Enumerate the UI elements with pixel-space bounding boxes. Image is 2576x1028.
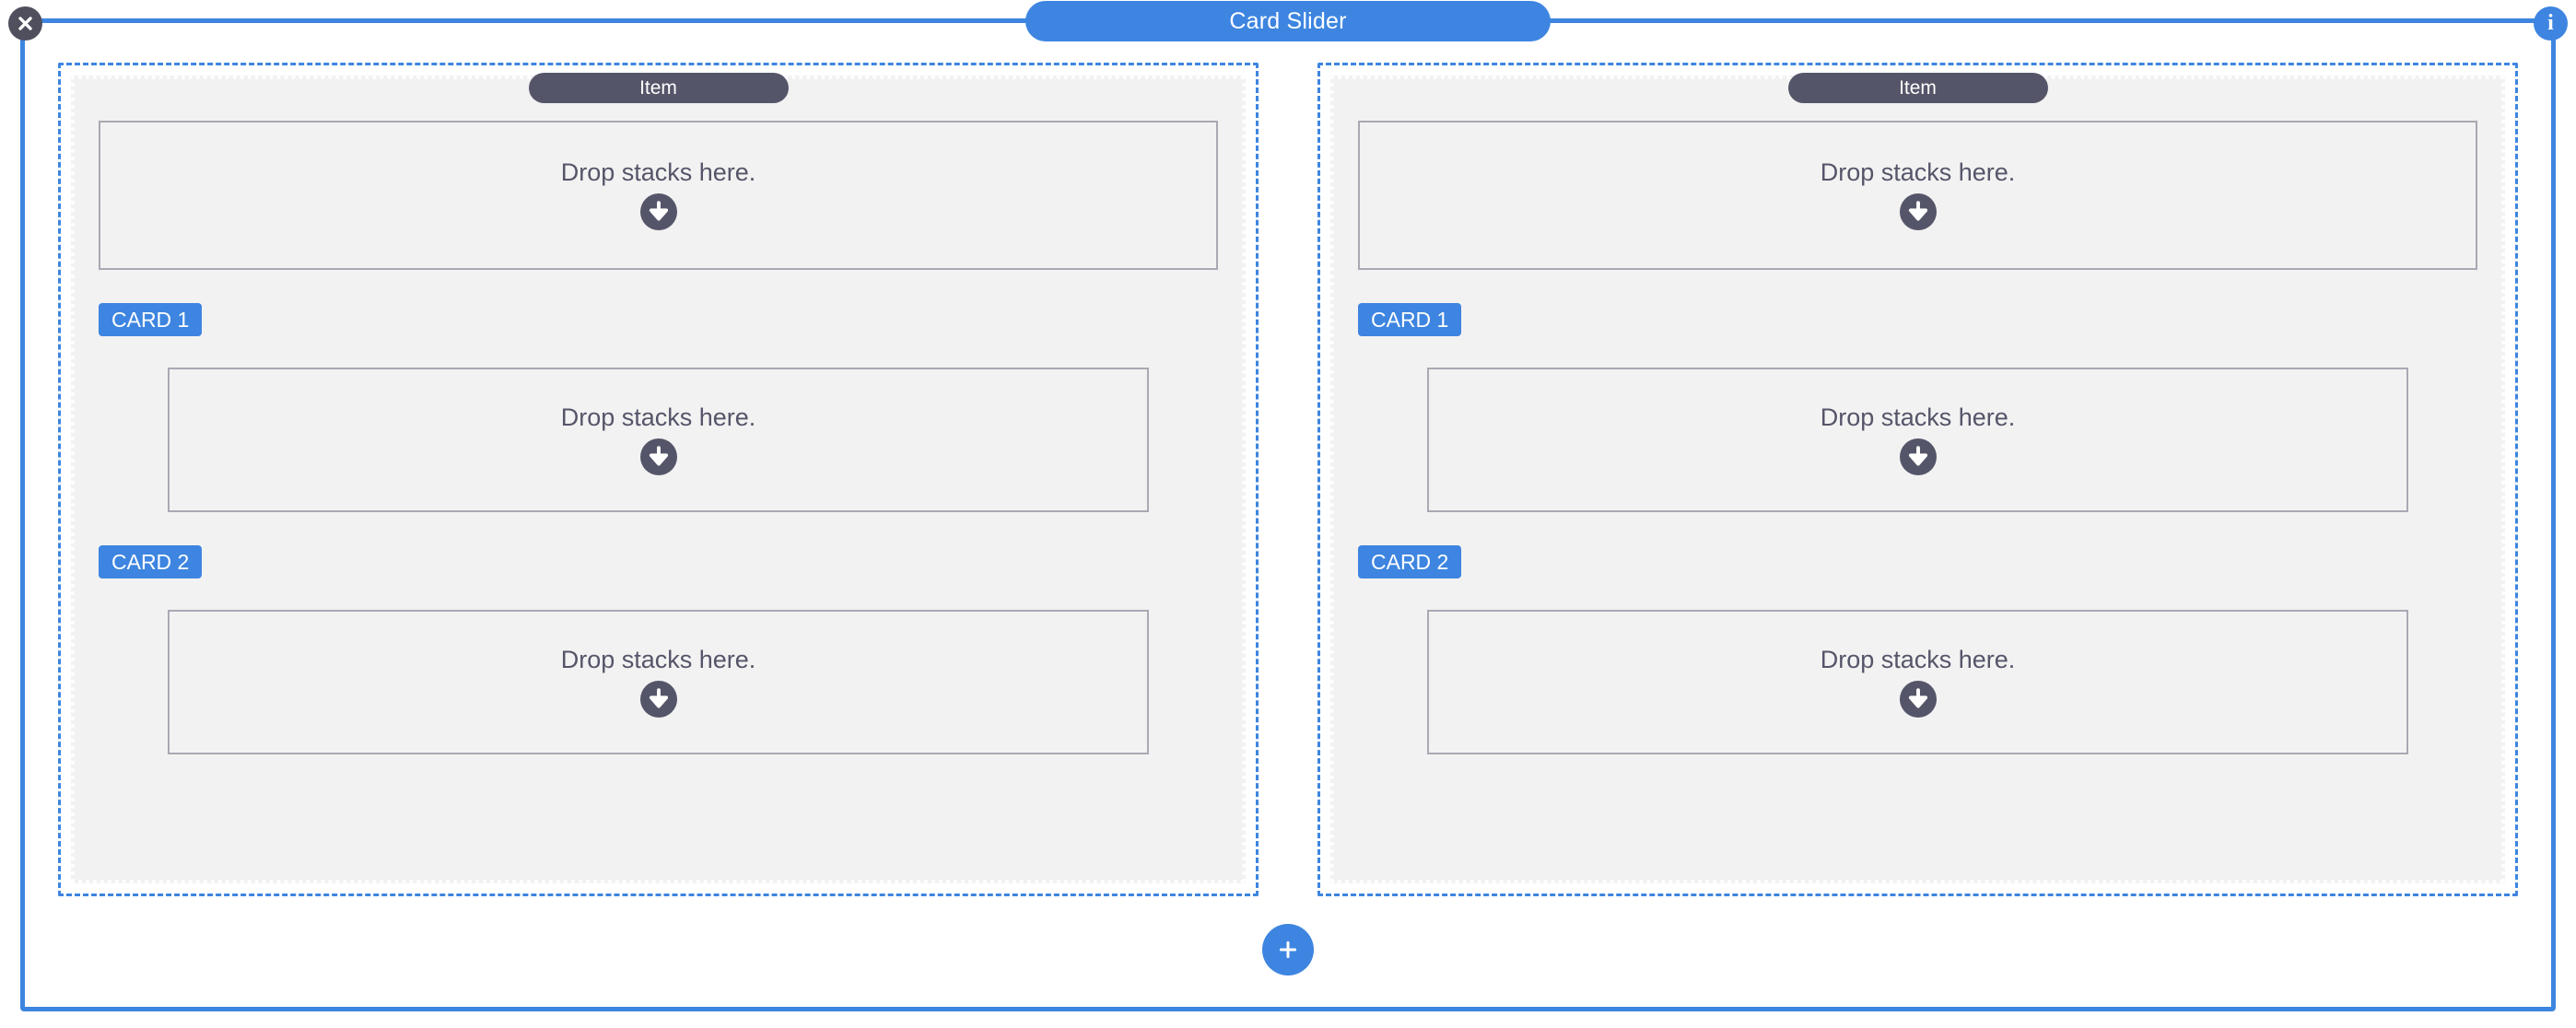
card-badge[interactable]: CARD 2 <box>99 545 203 578</box>
item-column[interactable]: Item Drop stacks here. CARD 1 Drop stack… <box>58 63 1259 896</box>
card-badge[interactable]: CARD 1 <box>99 303 203 336</box>
dropzone-label: Drop stacks here. <box>1820 158 2016 186</box>
card-badge[interactable]: CARD 2 <box>1358 545 1462 578</box>
dropzone-card[interactable]: Drop stacks here. <box>168 368 1149 512</box>
item-pill[interactable]: Item <box>1787 73 2048 103</box>
card-badge-row: CARD 1 <box>1358 270 2477 336</box>
info-icon[interactable]: i <box>2534 6 2568 41</box>
dropzone-label: Drop stacks here. <box>560 645 756 673</box>
card-slider-frame: Card Slider i Item Drop stacks here. CAR… <box>8 1 2568 1011</box>
dropzone-label: Drop stacks here. <box>1820 645 2016 673</box>
item-column-body: Item Drop stacks here. CARD 1 Drop stack… <box>1330 73 2505 883</box>
dropzone-card[interactable]: Drop stacks here. <box>1427 610 2408 754</box>
add-item-row <box>25 924 2551 975</box>
add-item-button[interactable] <box>1262 924 1314 975</box>
download-arrow-icon <box>639 193 677 230</box>
dropzone-card[interactable]: Drop stacks here. <box>1427 368 2408 512</box>
dropzone-label: Drop stacks here. <box>1820 403 2016 431</box>
download-arrow-icon <box>1899 193 1937 230</box>
dropzone-label: Drop stacks here. <box>560 403 756 431</box>
card-badge[interactable]: CARD 1 <box>1358 303 1462 336</box>
card-badge-row: CARD 2 <box>99 512 1218 578</box>
item-column-body: Item Drop stacks here. CARD 1 Drop stack… <box>71 73 1246 883</box>
card-badge-row: CARD 1 <box>99 270 1218 336</box>
item-columns: Item Drop stacks here. CARD 1 Drop stack… <box>58 63 2518 896</box>
dropzone-label: Drop stacks here. <box>560 158 756 186</box>
dropzone-top[interactable]: Drop stacks here. <box>99 121 1218 270</box>
download-arrow-icon <box>639 680 677 718</box>
dropzone-top[interactable]: Drop stacks here. <box>1358 121 2477 270</box>
dropzone-card[interactable]: Drop stacks here. <box>168 610 1149 754</box>
download-arrow-icon <box>639 438 677 475</box>
card-badge-row: CARD 2 <box>1358 512 2477 578</box>
download-arrow-icon <box>1899 680 1937 718</box>
page-title: Card Slider <box>1025 1 1551 41</box>
item-pill[interactable]: Item <box>528 73 789 103</box>
item-column[interactable]: Item Drop stacks here. CARD 1 Drop stack… <box>1317 63 2518 896</box>
download-arrow-icon <box>1899 438 1937 475</box>
close-icon[interactable] <box>8 6 42 41</box>
